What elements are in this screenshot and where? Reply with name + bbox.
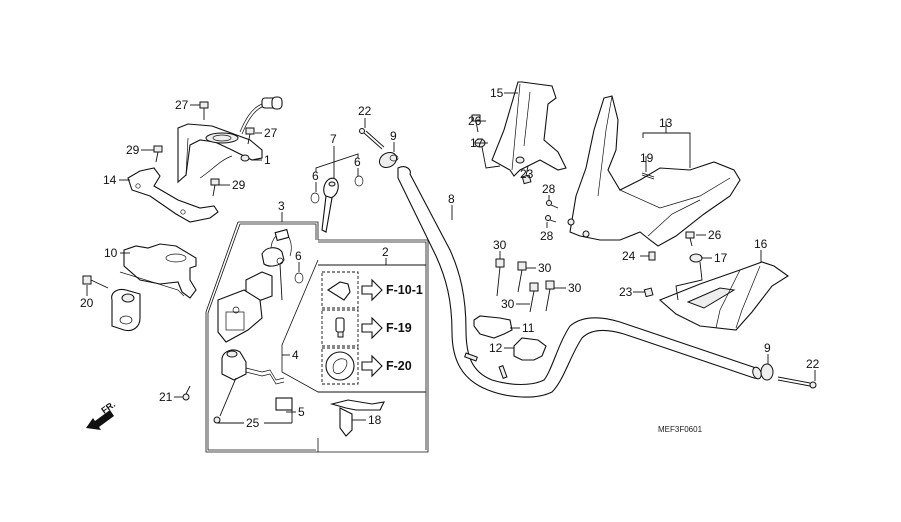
plate-part (127, 167, 219, 223)
callout-27-top: 27 (175, 98, 189, 112)
bolt-22-right (777, 376, 817, 389)
reference-link-f20[interactable]: F-20 (386, 359, 412, 373)
bolt-27-right (245, 127, 255, 145)
bolt-29-left (153, 145, 163, 163)
steering-stem-part (111, 243, 197, 332)
ref-arrow-2 (361, 316, 383, 340)
callout-1: 1 (264, 153, 271, 167)
callout-13: 13 (659, 116, 673, 130)
o-ring-6-right (354, 175, 364, 187)
front-direction-arrow-icon (86, 410, 114, 430)
callout-10: 10 (104, 246, 118, 260)
upper-holder-11-part (473, 315, 513, 339)
callout-30-right-upper: 30 (538, 261, 552, 275)
callout-eight: 8 (448, 192, 455, 206)
screw-28-upper (546, 200, 559, 209)
nut-24 (648, 251, 656, 261)
grommet-17-lower (689, 253, 703, 263)
ref-arrow-1 (361, 278, 383, 302)
top-bridge-part (177, 96, 283, 184)
callout-26-lower: 26 (708, 228, 722, 242)
callout-25: 25 (246, 416, 260, 430)
callout-leaders (86, 92, 816, 424)
bolt-30-b (517, 261, 527, 293)
callout-3: 3 (278, 199, 285, 213)
handlebar-part (397, 166, 762, 398)
callout-9-left: 9 (390, 129, 397, 143)
ref-arrow-3 (361, 354, 383, 378)
callout-6-box: 6 (295, 249, 302, 263)
bolt-22-left (359, 128, 385, 150)
lower-holder-12-part (513, 337, 547, 361)
bolt-27-top (199, 101, 209, 120)
callout-23-top: 23 (520, 167, 534, 181)
callout-6-right: 6 (354, 155, 361, 169)
ignition-switch-part (213, 228, 293, 424)
callout-19: 19 (640, 151, 654, 165)
callout-26-upper: 26 (468, 114, 482, 128)
bar-end-weight-9-right (760, 363, 774, 381)
callout-24: 24 (622, 249, 636, 263)
front-direction-label: FR. (99, 399, 117, 416)
callout-seventeen-lower: 17 (714, 251, 728, 265)
leader-17-upper (481, 146, 501, 169)
ref-part-cap (325, 351, 355, 381)
callout-17-upper: 17 (470, 136, 484, 150)
callout-23-b: 23 (619, 285, 633, 299)
clip-23-lower (643, 287, 654, 298)
leader-bracket-6 (315, 153, 359, 172)
inner-cover-13-part (567, 95, 741, 247)
callout-fifteen: 15 (490, 86, 504, 100)
callout-7: 7 (330, 132, 337, 146)
inner-bracket-15-part (491, 81, 567, 177)
callout-28-upper: 28 (542, 182, 556, 196)
drawing-code: MEF3F0601 (658, 425, 703, 434)
callout-6-left: 6 (312, 169, 319, 183)
bolt-26-lower (685, 231, 695, 247)
key-set-box-frame (318, 239, 429, 453)
callout-29-right: 29 (232, 178, 246, 192)
callout-30-right-lower: 30 (568, 281, 582, 295)
screw-28-lower (545, 215, 557, 223)
ignition-group-frame (205, 212, 319, 453)
bar-end-weight-9-left (378, 151, 399, 169)
callout-upper-holder: 11 (522, 321, 535, 335)
callout-29-left: 29 (126, 143, 140, 157)
bolt-20 (82, 275, 109, 289)
callout-5: 5 (298, 405, 305, 419)
callout-22-left: 22 (358, 104, 372, 118)
clip-23-upper (521, 174, 532, 185)
bolt-21 (182, 385, 191, 401)
callout-30-left-lower: 30 (501, 297, 515, 311)
callout-16: 16 (754, 237, 768, 251)
leader-17-lower (675, 261, 703, 301)
o-ring-6-box (294, 272, 304, 284)
callout-9-right: 9 (764, 341, 771, 355)
callout-30-top: 30 (493, 238, 507, 252)
callout-18: 18 (368, 413, 382, 427)
callout-28-lower: 28 (540, 229, 554, 243)
bolt-30-d (545, 280, 555, 312)
pin-19 (641, 172, 655, 180)
callout-22-b: 22 (806, 357, 820, 371)
key-part (321, 177, 339, 233)
ref-part-cylinder (335, 317, 345, 338)
o-ring-6-left (310, 192, 320, 204)
key-lock-18-part (329, 399, 385, 437)
bolt-29-right (210, 178, 220, 197)
reference-link-f19[interactable]: F-19 (386, 321, 412, 335)
bolt-30-a (495, 258, 505, 297)
callout-2: 2 (382, 245, 389, 259)
callout-27-right: 27 (264, 126, 278, 140)
bolt-30-c (529, 282, 539, 313)
callout-12: 12 (489, 341, 503, 355)
lower-cover-16-part (658, 261, 789, 331)
ref-part-lock (326, 281, 351, 301)
callout-20: 20 (80, 296, 94, 310)
callout-4: 4 (292, 348, 299, 362)
callout-14: 14 (103, 173, 117, 187)
callout-21: 21 (159, 390, 173, 404)
reference-link-f10-1[interactable]: F-10-1 (386, 283, 423, 297)
